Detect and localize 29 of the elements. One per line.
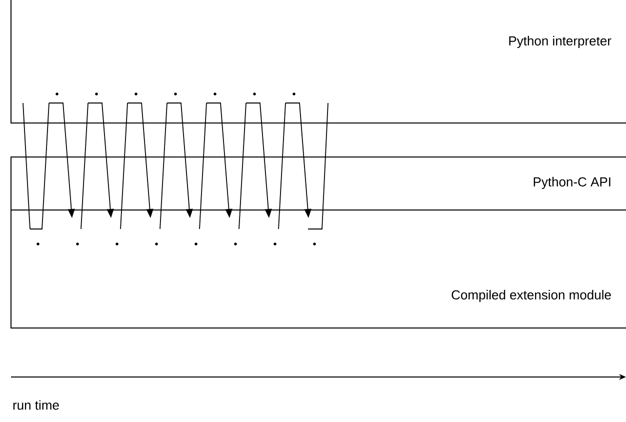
layer-box: Python-C API [10,156,626,210]
trace-line [84,102,88,158]
trace-line [206,102,226,158]
trace-line [26,156,30,230]
trace-line [124,102,128,158]
trace-line [88,102,107,158]
trace-line [285,102,304,158]
trace-line [282,102,286,158]
trace-line [164,102,168,158]
layer-box: Python interpreter [10,0,626,124]
trace-line [120,156,125,230]
trace-line [246,102,265,158]
trace-line [22,102,26,158]
trace-line [199,156,204,230]
trace-line [127,102,146,158]
layer-box: Compiled extension module [10,210,626,328]
trace-line [160,156,164,230]
trace-line [308,156,326,230]
trace-line [203,102,207,158]
trace-line [238,156,244,230]
trace-line [46,102,50,158]
trace-line [278,156,283,230]
trace-line [324,102,328,158]
trace-line [30,156,46,230]
axis-label: run time [13,400,59,410]
trace-line [80,156,86,230]
trace-line [166,102,186,158]
trace-line [242,102,246,158]
trace-line [48,102,68,158]
